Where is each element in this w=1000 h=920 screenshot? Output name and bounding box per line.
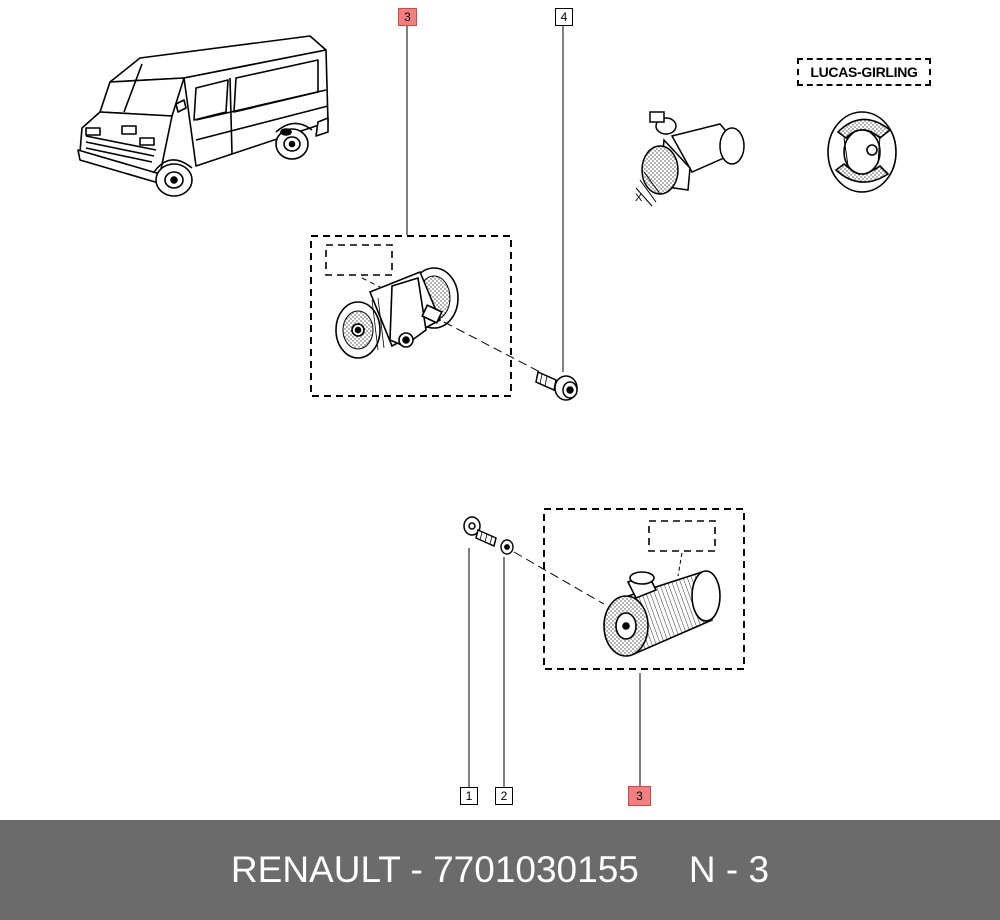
parts-diagram: X [77,8,931,806]
diagram-canvas: X [77,26,897,787]
part-number-text: RENAULT - 7701030155 [230,849,639,890]
brand-label: LUCAS-GIRLING [797,58,931,86]
top-kit-box [310,235,512,397]
bolt [463,516,497,548]
bleed-screw [535,370,578,401]
callout-1: 1 [460,787,478,805]
wheel-cylinder-bottom [603,570,721,657]
wheel-cylinder-top [335,267,459,359]
dimension-label: X [635,192,643,204]
callout-3-bottom: 3 [628,786,651,806]
bottom-kit-box [543,508,745,670]
footer-bar: RENAULT - 7701030155 N - 3 [0,820,1000,920]
brake-shoe-assembly [827,111,897,193]
diagram-reference-text: N - 3 [688,849,770,890]
van-illustration [77,35,329,197]
callout-4: 4 [555,8,573,26]
callout-2: 2 [495,787,513,805]
dimension-detail [635,111,745,207]
callout-3-top: 3 [398,8,417,26]
lock-washer [500,539,514,555]
leader-lines [406,26,641,787]
